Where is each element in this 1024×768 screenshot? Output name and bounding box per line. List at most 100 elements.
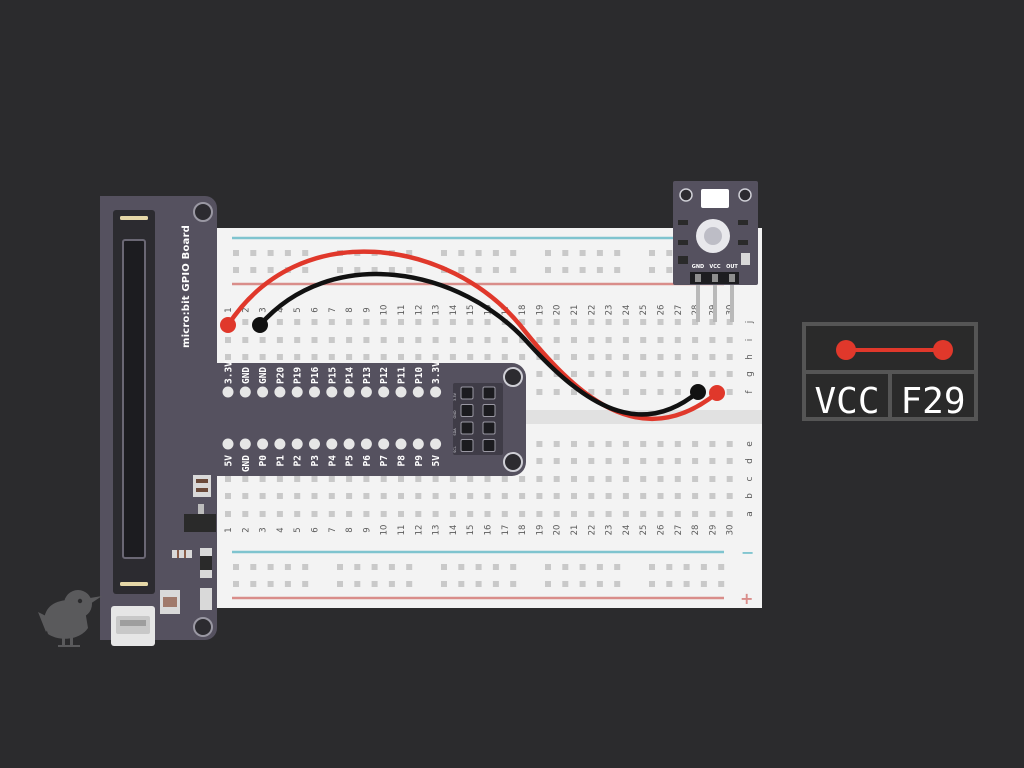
breadboard-hole[interactable]: [225, 476, 231, 482]
breadboard-hole[interactable]: [588, 371, 595, 377]
breadboard-hole[interactable]: [328, 476, 335, 482]
breadboard-hole[interactable]: [398, 354, 404, 360]
breadboard-hole[interactable]: [622, 319, 629, 325]
breadboard-hole[interactable]: [640, 371, 647, 377]
breadboard-hole[interactable]: [709, 458, 716, 464]
breadboard-hole[interactable]: [415, 354, 422, 360]
breadboard-hole[interactable]: [726, 458, 733, 464]
breadboard-hole[interactable]: [622, 458, 629, 464]
breadboard-hole[interactable]: [588, 354, 595, 360]
gpio-bottom-pin-hole[interactable]: [412, 438, 424, 450]
breadboard-hole[interactable]: [467, 511, 474, 517]
gpio-bottom-pin-hole[interactable]: [309, 438, 320, 450]
breadboard-hole[interactable]: [545, 564, 551, 570]
gpio-top-pin-hole[interactable]: [291, 386, 303, 398]
breadboard-hole[interactable]: [666, 564, 673, 570]
breadboard-hole[interactable]: [311, 354, 318, 360]
breadboard-hole[interactable]: [458, 267, 465, 273]
breadboard-hole[interactable]: [596, 267, 603, 273]
gpio-bottom-pin-hole[interactable]: [222, 438, 234, 450]
breadboard-hole[interactable]: [588, 476, 595, 482]
gpio-top-pin-hole[interactable]: [274, 386, 286, 398]
gpio-top-pin-hole[interactable]: [239, 386, 251, 398]
breadboard-hole[interactable]: [233, 564, 239, 570]
breadboard-hole[interactable]: [562, 250, 569, 256]
gpio-bottom-pin-hole[interactable]: [378, 438, 390, 450]
breadboard-hole[interactable]: [250, 250, 257, 256]
breadboard-hole[interactable]: [449, 354, 456, 360]
breadboard-hole[interactable]: [674, 493, 681, 499]
breadboard-hole[interactable]: [337, 267, 343, 273]
breadboard-hole[interactable]: [571, 354, 577, 360]
breadboard-hole[interactable]: [458, 564, 465, 570]
breadboard-hole[interactable]: [276, 319, 283, 325]
breadboard-hole[interactable]: [225, 493, 231, 499]
breadboard-hole[interactable]: [346, 354, 353, 360]
breadboard-hole[interactable]: [267, 250, 274, 256]
breadboard-hole[interactable]: [640, 458, 647, 464]
breadboard-hole[interactable]: [649, 250, 655, 256]
side-header-pin[interactable]: [460, 421, 474, 435]
breadboard-hole[interactable]: [519, 337, 526, 343]
breadboard-hole[interactable]: [605, 441, 612, 447]
breadboard-hole[interactable]: [536, 476, 543, 482]
gpio-bottom-pin-hole[interactable]: [343, 438, 355, 450]
breadboard-hole[interactable]: [492, 564, 499, 570]
breadboard-hole[interactable]: [588, 337, 595, 343]
breadboard-hole[interactable]: [692, 458, 699, 464]
gpio-top-pin-hole[interactable]: [378, 386, 390, 398]
breadboard-hole[interactable]: [622, 337, 629, 343]
breadboard-hole[interactable]: [622, 371, 629, 377]
breadboard-hole[interactable]: [649, 581, 655, 587]
breadboard-hole[interactable]: [588, 389, 595, 395]
breadboard-hole[interactable]: [380, 354, 387, 360]
breadboard-hole[interactable]: [449, 337, 456, 343]
breadboard-hole[interactable]: [501, 493, 508, 499]
breadboard-hole[interactable]: [432, 354, 439, 360]
breadboard-hole[interactable]: [467, 354, 474, 360]
side-header-pin[interactable]: [460, 439, 474, 452]
breadboard-hole[interactable]: [311, 337, 318, 343]
breadboard-hole[interactable]: [354, 581, 361, 587]
gpio-top-pin-hole[interactable]: [395, 386, 407, 398]
breadboard-hole[interactable]: [666, 250, 673, 256]
breadboard-hole[interactable]: [692, 476, 699, 482]
breadboard-hole[interactable]: [406, 250, 413, 256]
breadboard-hole[interactable]: [519, 354, 526, 360]
breadboard-hole[interactable]: [294, 337, 301, 343]
breadboard-hole[interactable]: [726, 354, 733, 360]
breadboard-hole[interactable]: [267, 267, 274, 273]
breadboard-hole[interactable]: [553, 389, 560, 395]
breadboard-hole[interactable]: [726, 389, 733, 395]
breadboard-hole[interactable]: [294, 354, 301, 360]
breadboard-hole[interactable]: [302, 250, 309, 256]
breadboard-hole[interactable]: [622, 441, 629, 447]
breadboard-hole[interactable]: [467, 493, 474, 499]
breadboard-hole[interactable]: [657, 476, 664, 482]
breadboard-hole[interactable]: [380, 476, 387, 482]
gpio-top-pin-hole[interactable]: [309, 386, 320, 398]
breadboard-hole[interactable]: [571, 389, 577, 395]
breadboard-hole[interactable]: [640, 354, 647, 360]
side-header-pin[interactable]: [482, 439, 496, 452]
gpio-bottom-pin-hole[interactable]: [239, 438, 251, 450]
breadboard-hole[interactable]: [398, 493, 404, 499]
breadboard-hole[interactable]: [233, 267, 239, 273]
breadboard-hole[interactable]: [588, 458, 595, 464]
breadboard-hole[interactable]: [492, 581, 499, 587]
breadboard-hole[interactable]: [388, 581, 395, 587]
breadboard-hole[interactable]: [337, 564, 343, 570]
gpio-top-pin-hole[interactable]: [222, 386, 234, 398]
breadboard-hole[interactable]: [354, 267, 361, 273]
breadboard-hole[interactable]: [674, 476, 681, 482]
breadboard-hole[interactable]: [640, 511, 647, 517]
breadboard-hole[interactable]: [674, 371, 681, 377]
breadboard-hole[interactable]: [536, 511, 543, 517]
breadboard-hole[interactable]: [475, 564, 482, 570]
breadboard-hole[interactable]: [553, 493, 560, 499]
breadboard-hole[interactable]: [484, 354, 491, 360]
breadboard-hole[interactable]: [432, 337, 439, 343]
breadboard-hole[interactable]: [709, 476, 716, 482]
breadboard-hole[interactable]: [294, 476, 301, 482]
breadboard-hole[interactable]: [415, 493, 422, 499]
